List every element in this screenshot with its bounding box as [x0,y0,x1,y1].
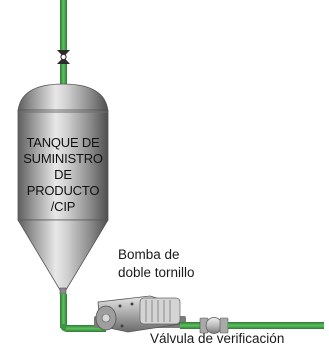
tank-label-line-1: TANQUE DE [26,135,100,150]
tank-label-line-4: PRODUCTO [27,183,100,198]
pump-label-line-2: doble tornillo [118,265,195,280]
tank-label-line-5: /CIP [51,199,75,214]
check-valve-label: Válvula de verificación [150,331,284,346]
inlet-valve-icon [57,50,70,64]
tank-label: TANQUE DE SUMINISTRO DE PRODUCTO /CIP [23,135,103,214]
outlet-pipe [60,294,106,332]
tank-label-line-3: DE [54,167,72,182]
check-valve-icon [199,317,229,334]
tank [17,83,109,295]
pump-label: Bomba de doble tornillo [118,247,195,280]
inlet-pipe [60,0,67,86]
pump-discharge-pipe [180,322,202,329]
pump-label-line-1: Bomba de [118,247,180,262]
tank-label-line-2: SUMINISTRO [23,151,103,166]
discharge-pipe [228,322,324,329]
twin-screw-pump-icon [94,295,186,333]
